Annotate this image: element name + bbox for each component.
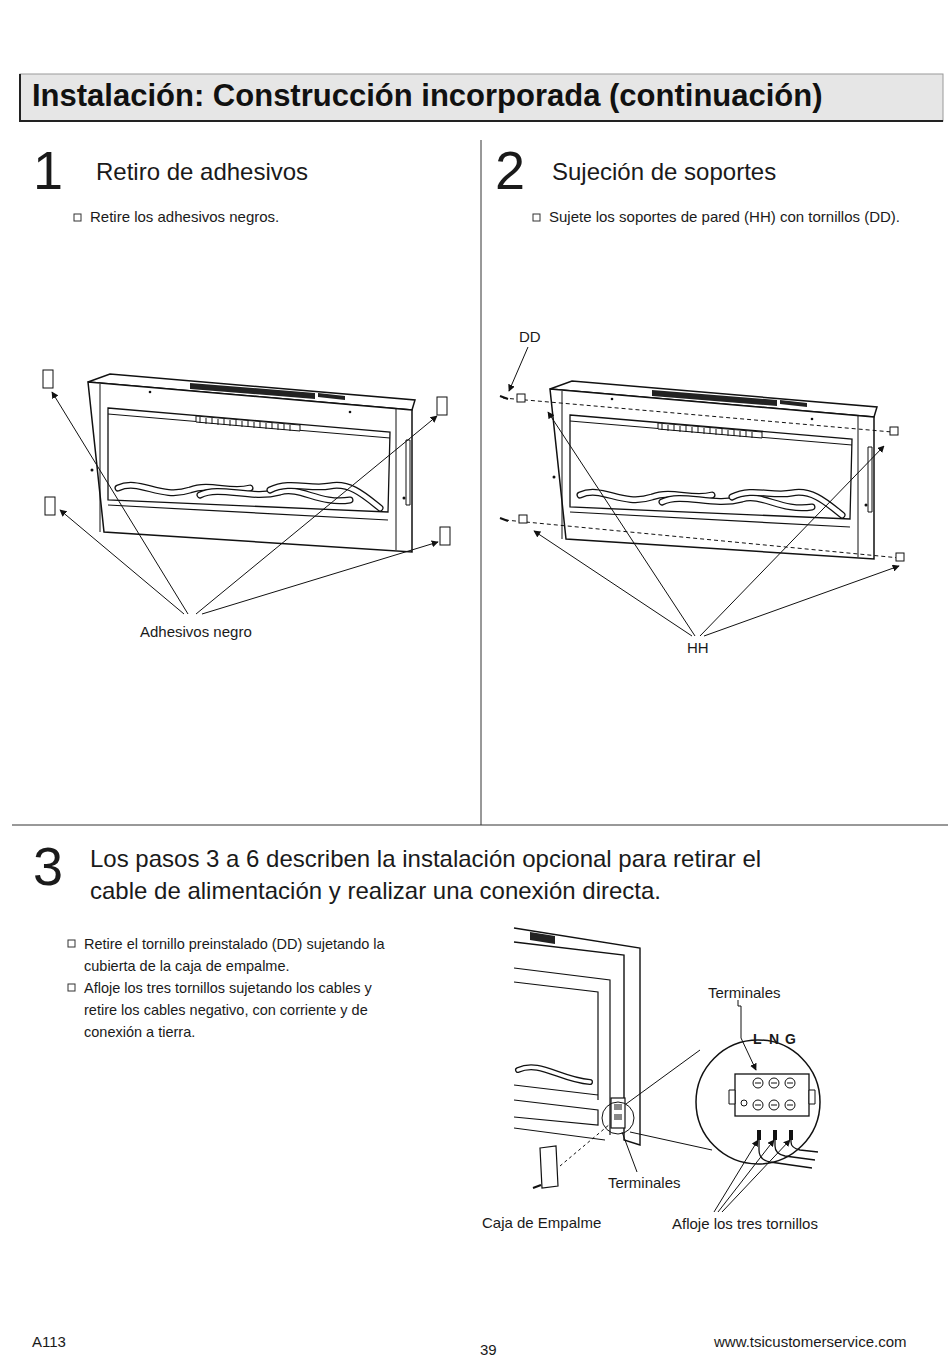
part-label: Caja de Empalme [482, 1214, 601, 1232]
terminal-letter: L [753, 1031, 762, 1048]
step-number: 1 [33, 138, 63, 203]
part-label: DD [519, 328, 541, 346]
step-number: 3 [33, 834, 63, 899]
part-label: HH [687, 639, 709, 657]
part-label: Terminales [708, 984, 781, 1002]
instruction-text: Sujete los soportes de pared (HH) con to… [549, 208, 900, 226]
website-url: www.tsicustomerservice.com [714, 1333, 907, 1351]
model-code: A113 [32, 1333, 66, 1351]
terminal-letter: G [785, 1031, 796, 1048]
step-heading: Retiro de adhesivos [96, 158, 308, 187]
terminal-letter: N [769, 1031, 779, 1048]
instruction-text: Afloje los tres tornillos sujetando los … [84, 977, 404, 1043]
step-number: 2 [495, 138, 525, 203]
step-heading: Los pasos 3 a 6 describen la instalación… [90, 843, 790, 907]
instruction-text: Retire el tornillo preinstalado (DD) suj… [84, 933, 404, 977]
page-number: 39 [480, 1341, 497, 1359]
part-label: Terminales [608, 1174, 681, 1192]
section-title: Instalación: Construcción incorporada (c… [32, 78, 823, 114]
part-label: Adhesivos negro [140, 623, 252, 641]
instruction-text: Retire los adhesivos negros. [90, 208, 279, 226]
step-heading: Sujeción de soportes [552, 158, 776, 187]
part-label: Afloje los tres tornillos [672, 1215, 818, 1233]
